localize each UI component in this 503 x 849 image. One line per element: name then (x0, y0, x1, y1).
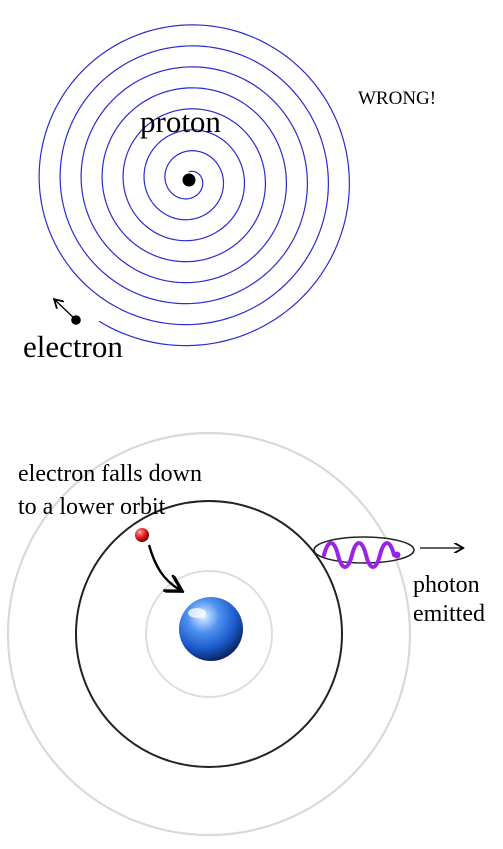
electron-motion-arrow (55, 300, 77, 321)
electron-ball (135, 528, 149, 542)
transition-label-line2: to a lower orbit (18, 494, 166, 520)
top-spiral-diagram: proton WRONG! electron (23, 24, 436, 364)
bottom-orbit-diagram: electron falls down to a lower orbit pho… (6, 431, 485, 837)
photon-wave (322, 541, 396, 569)
electron-spiral-path (38, 24, 350, 347)
photon-label-line2: emitted (413, 601, 485, 627)
wrong-label: WRONG! (358, 88, 436, 109)
electron-label: electron (23, 329, 123, 364)
outer-orbit (6, 431, 412, 837)
proton-dot (182, 173, 196, 187)
nucleus (179, 597, 243, 661)
transition-arrow (147, 544, 180, 590)
transition-label-line1: electron falls down (18, 461, 202, 487)
photon-head-dot (393, 551, 401, 559)
inner-orbit (145, 570, 273, 698)
lower-orbit (75, 500, 343, 768)
photon-label-line1: photon (413, 572, 480, 598)
proton-label: proton (140, 104, 221, 139)
electron-dot (71, 315, 81, 325)
nucleus-highlight (188, 608, 206, 618)
